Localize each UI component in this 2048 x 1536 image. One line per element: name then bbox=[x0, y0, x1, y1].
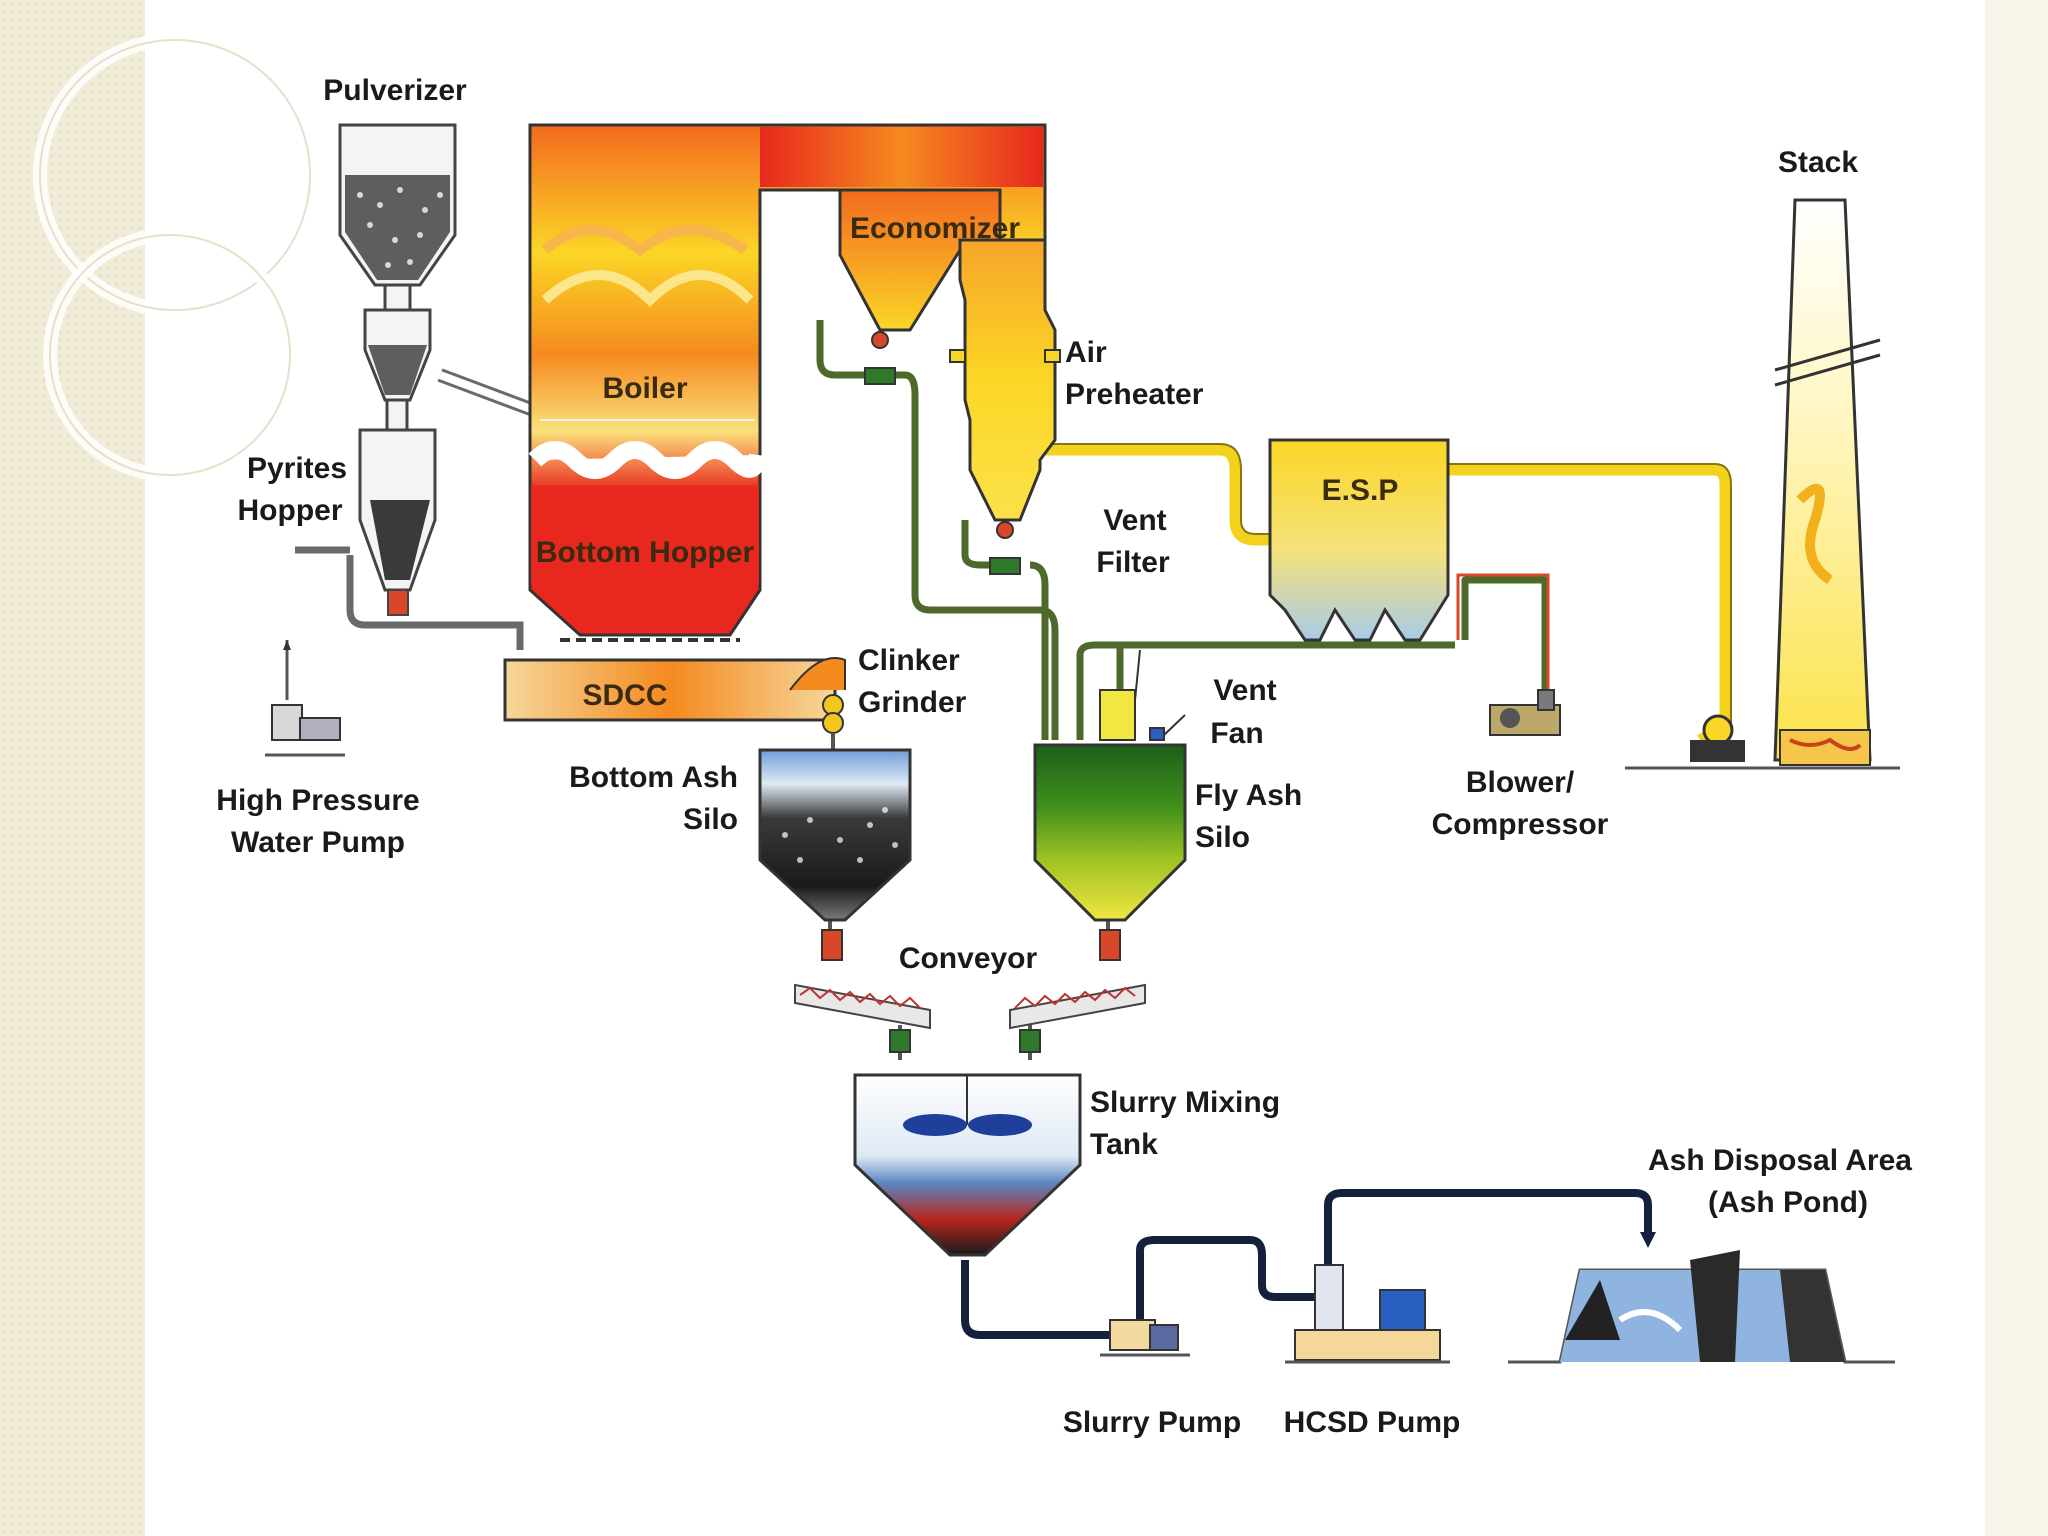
slurry-pipes bbox=[961, 1189, 1652, 1339]
bottom-hopper-label: Bottom Hopper bbox=[536, 536, 755, 569]
stack bbox=[1625, 198, 1900, 770]
clinker-grinder bbox=[822, 694, 844, 750]
vent-filter-label-1: Vent bbox=[1103, 504, 1166, 537]
blower-compressor bbox=[1489, 689, 1561, 736]
slurry-mixing-tank-label-1: Slurry Mixing bbox=[1090, 1086, 1280, 1119]
clinker-grinder-label-1: Clinker bbox=[858, 644, 960, 677]
hp-water-line bbox=[295, 546, 524, 650]
blower-compressor-label-1: Blower/ bbox=[1466, 766, 1575, 799]
bottom-ash-silo-label-2: Silo bbox=[683, 803, 738, 836]
vent-fan-label-1: Vent bbox=[1213, 674, 1276, 707]
fly-ash-silo-label-2: Silo bbox=[1195, 821, 1250, 854]
pyrites-hopper-label-1: Pyrites bbox=[247, 452, 347, 485]
slurry-pump-equipment bbox=[1100, 1319, 1190, 1357]
air-preheater-label-2: Preheater bbox=[1065, 378, 1204, 411]
air-preheater bbox=[949, 238, 1061, 575]
vent-fan-label-2: Fan bbox=[1210, 717, 1263, 750]
hp-water-pump-label-2: Water Pump bbox=[231, 826, 405, 859]
ash-disposal-label-1: Ash Disposal Area bbox=[1648, 1144, 1912, 1177]
boiler-label: Boiler bbox=[602, 372, 687, 405]
esp-label: E.S.P bbox=[1322, 474, 1399, 507]
stack-label: Stack bbox=[1778, 146, 1858, 179]
vent-filter bbox=[1099, 649, 1141, 741]
hp-water-pump-label-1: High Pressure bbox=[216, 784, 419, 817]
slurry-mixing-tank bbox=[853, 1073, 1082, 1257]
conveyor-left bbox=[794, 983, 931, 1053]
right-strip bbox=[1985, 0, 2048, 1536]
pulverizer-label: Pulverizer bbox=[323, 74, 467, 107]
labels: Pulverizer Pyrites Hopper Air Preheater … bbox=[216, 74, 1912, 1439]
air-preheater-label-1: Air bbox=[1065, 336, 1107, 369]
conveyor-label: Conveyor bbox=[899, 942, 1038, 975]
bottom-ash-silo bbox=[758, 748, 912, 961]
blower-compressor-label-2: Compressor bbox=[1432, 808, 1609, 841]
fly-ash-silo-label-1: Fly Ash bbox=[1195, 779, 1302, 812]
esp: E.S.P bbox=[1268, 438, 1450, 642]
ash-disposal-label-2: (Ash Pond) bbox=[1708, 1186, 1868, 1219]
slurry-mixing-tank-label-2: Tank bbox=[1090, 1128, 1158, 1161]
pyrites-hopper-label-2: Hopper bbox=[238, 494, 343, 527]
pyrites-hopper bbox=[358, 428, 437, 616]
sdcc-label: SDCC bbox=[582, 679, 667, 712]
high-pressure-water-pump bbox=[265, 640, 345, 757]
hcsd-pump-equipment bbox=[1285, 1264, 1450, 1364]
clinker-grinder-label-2: Grinder bbox=[858, 686, 967, 719]
vent-fan bbox=[1149, 714, 1186, 741]
economizer: Economizer bbox=[838, 188, 1020, 385]
boiler: Boiler Bottom Hopper bbox=[528, 123, 1047, 637]
fly-ash-silo bbox=[1033, 743, 1187, 961]
ash-pond bbox=[1508, 1250, 1895, 1364]
vent-filter-label-2: Filter bbox=[1096, 546, 1170, 579]
bottom-ash-silo-label-1: Bottom Ash bbox=[569, 761, 738, 794]
flue-gas-duct bbox=[1035, 444, 1731, 745]
slurry-pump-label: Slurry Pump bbox=[1063, 1406, 1241, 1439]
pulverizer bbox=[338, 123, 457, 432]
conveyor-right bbox=[1009, 983, 1146, 1053]
sdcc: SDCC bbox=[503, 638, 846, 722]
slurry-arrow bbox=[1640, 1232, 1656, 1248]
hcsd-pump-label: HCSD Pump bbox=[1284, 1406, 1461, 1439]
